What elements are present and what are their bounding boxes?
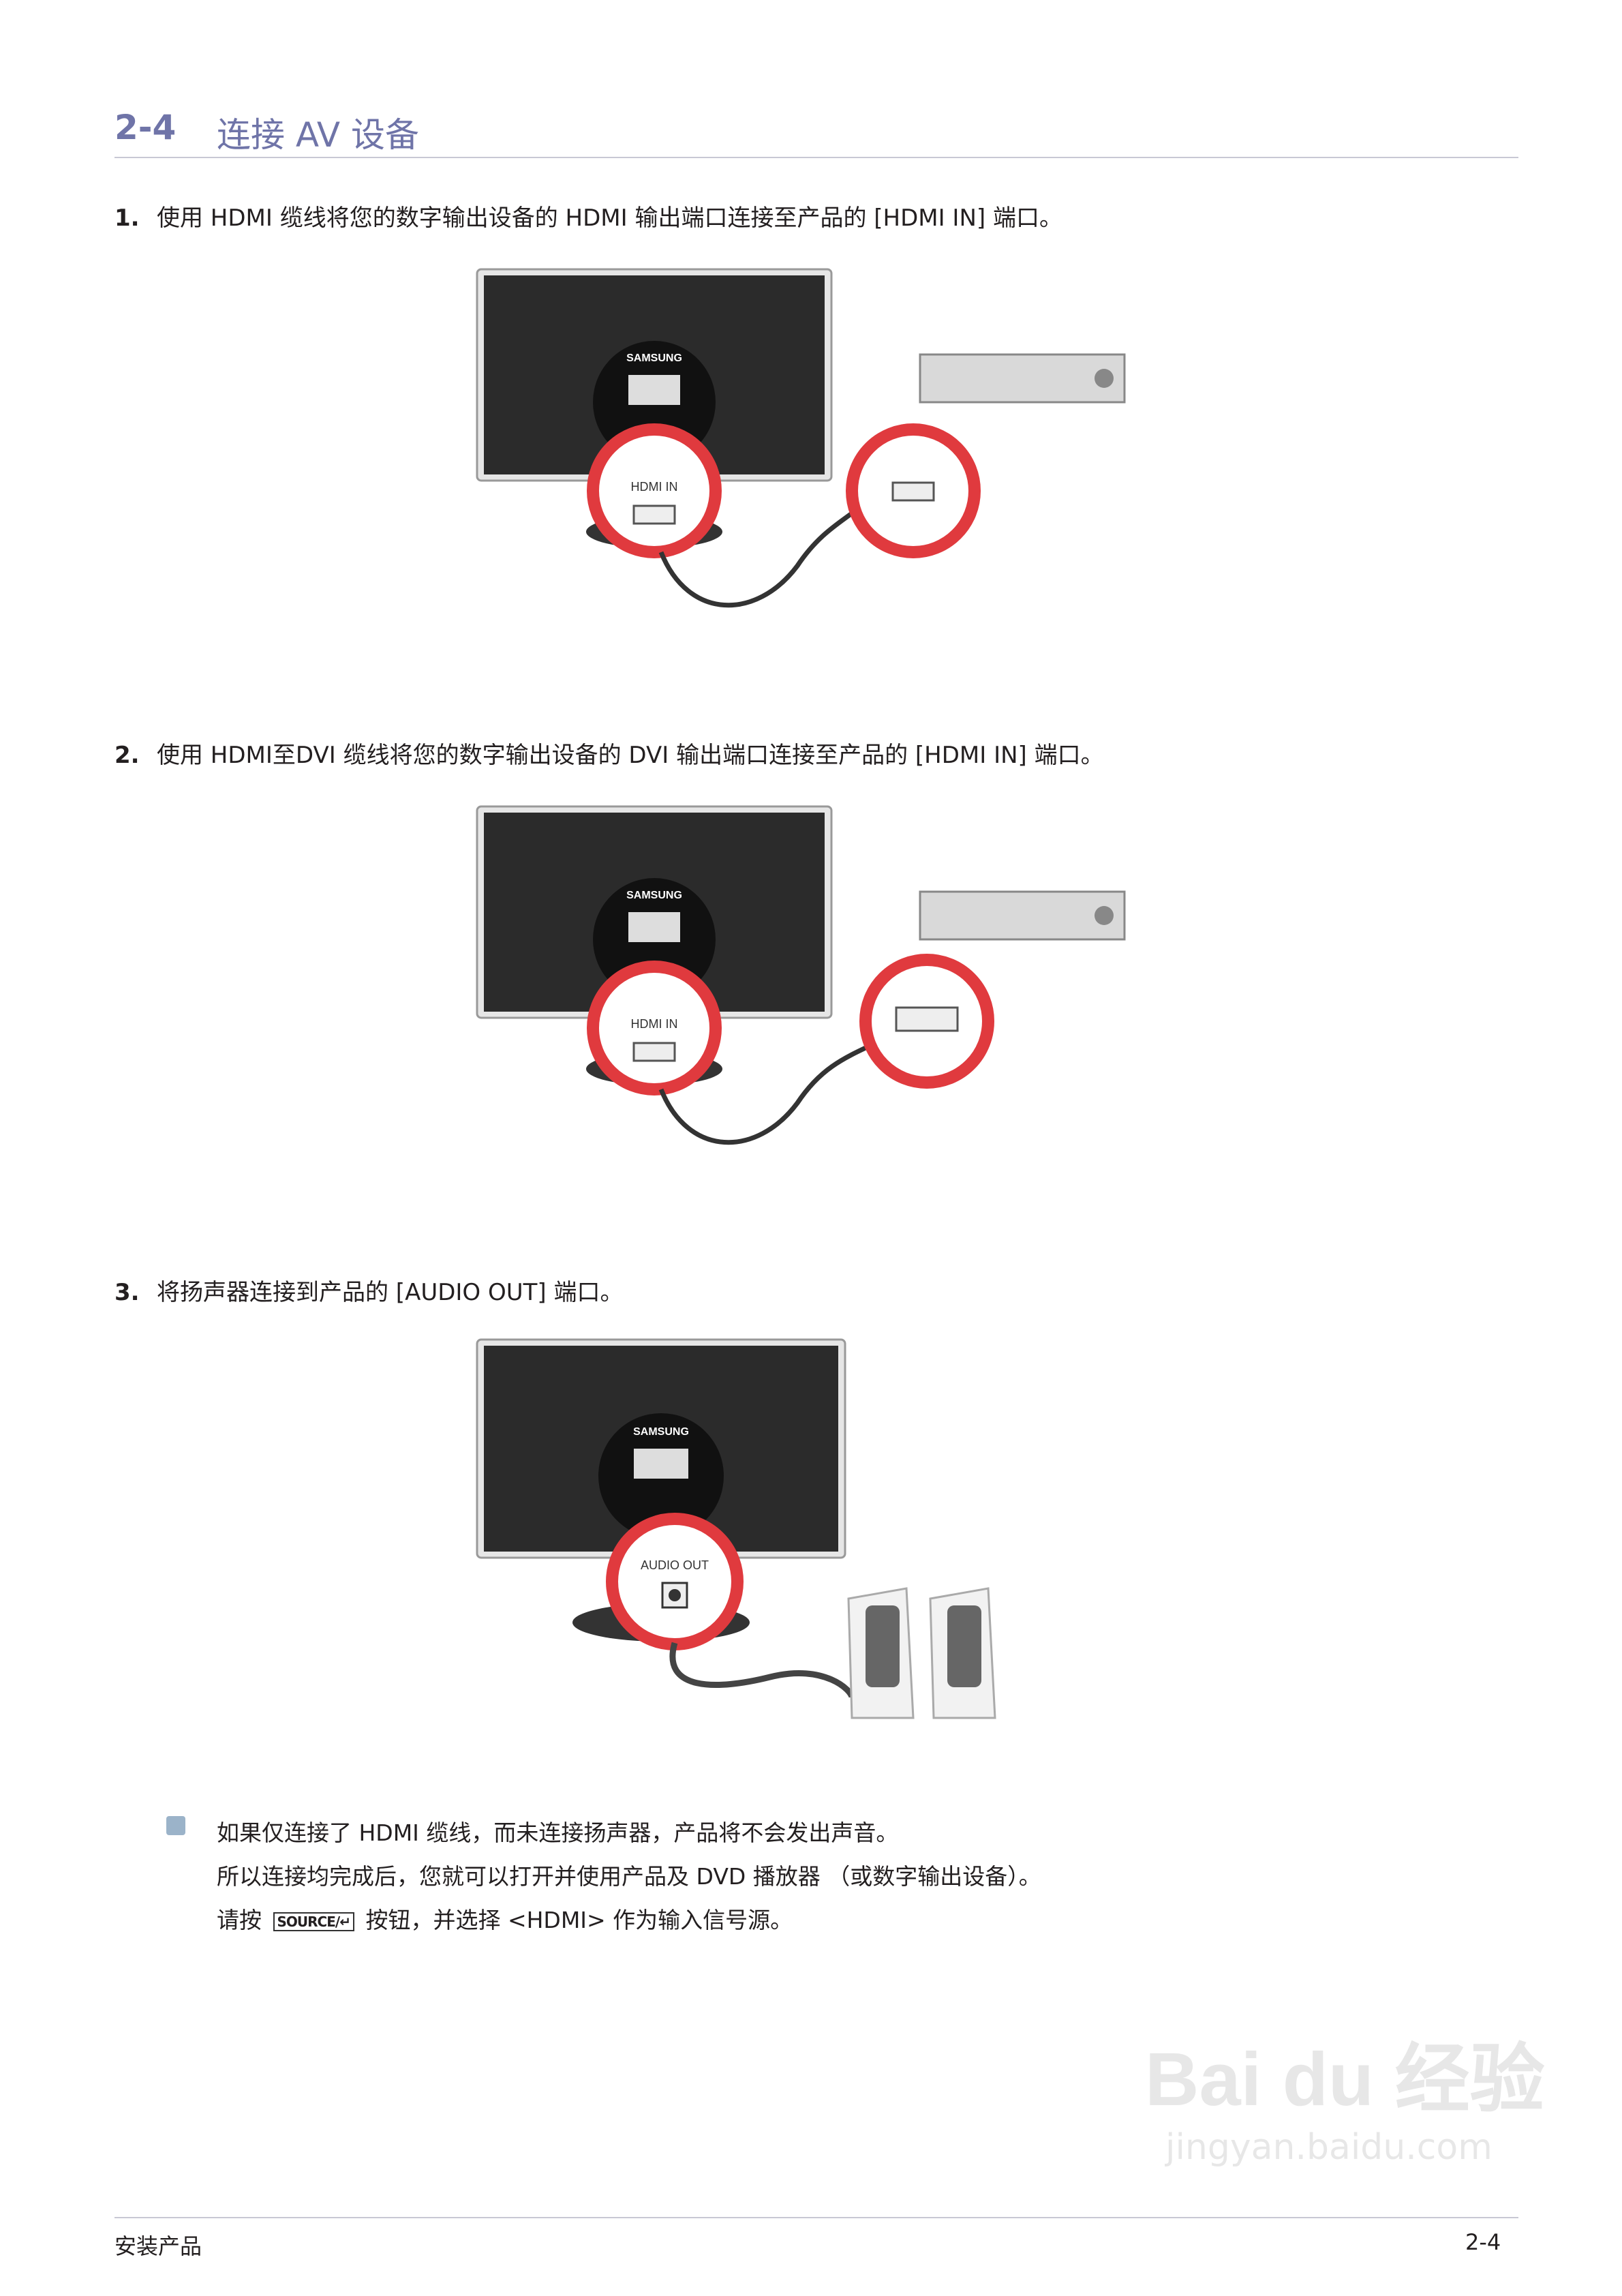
source-button-icon: SOURCE/↵ xyxy=(273,1912,354,1931)
hdmi-dvi-cable xyxy=(658,1032,894,1145)
brand-logo: SAMSUNG xyxy=(626,890,682,901)
dvd-player xyxy=(919,353,1126,404)
note-icon xyxy=(166,1816,185,1835)
brand-logo: SAMSUNG xyxy=(633,1426,689,1438)
step-number: 1. xyxy=(114,205,140,232)
page-number: 2-4 xyxy=(1465,2229,1501,2255)
step-3: 3. 将扬声器连接到产品的 [AUDIO OUT] 端口。 xyxy=(114,1273,623,1307)
hdmi-in-callout xyxy=(587,423,722,558)
hdmi-connection-diagram: SAMSUNG HDMI IN xyxy=(476,268,1126,608)
note-line-3-after: 按钮，并选择 <HDMI> 作为输入信号源。 xyxy=(365,1907,793,1933)
audio-cable xyxy=(669,1642,855,1699)
section-heading: 2-4 连接 AV 设备 xyxy=(114,108,1518,158)
audio-connection-diagram: SAMSUNG AUDIO OUT xyxy=(476,1338,996,1719)
baidu-watermark: Bai du 经验 jingyan.baidu.com xyxy=(1145,2018,1545,2168)
note-line-1: 如果仅连接了 HDMI 缆线，而未连接扬声器，产品将不会发出声音。 xyxy=(217,1819,899,1846)
dvi-port xyxy=(895,1006,959,1032)
note-line-3: 请按 SOURCE/↵ 按钮，并选择 <HDMI> 作为输入信号源。 xyxy=(217,1902,793,1935)
hdmi-in-label: HDMI IN xyxy=(631,1017,678,1031)
watermark-logo: Bai du 经验 xyxy=(1145,2038,1545,2121)
footer-section: 安装产品 xyxy=(114,2233,202,2259)
dvd-player xyxy=(919,890,1126,941)
step-text: 使用 HDMI至DVI 缆线将您的数字输出设备的 DVI 输出端口连接至产品的 … xyxy=(157,742,1104,769)
audio-out-callout xyxy=(606,1513,744,1650)
step-text: 使用 HDMI 缆线将您的数字输出设备的 HDMI 输出端口连接至产品的 [HD… xyxy=(157,205,1062,232)
audio-out-label: AUDIO OUT xyxy=(641,1558,709,1572)
watermark-url: jingyan.baidu.com xyxy=(1165,2127,1493,2168)
step-number: 2. xyxy=(114,742,140,769)
step-text: 将扬声器连接到产品的 [AUDIO OUT] 端口。 xyxy=(157,1279,624,1306)
brand-logo: SAMSUNG xyxy=(626,352,682,364)
step-2: 2. 使用 HDMI至DVI 缆线将您的数字输出设备的 DVI 输出端口连接至产品… xyxy=(114,736,1104,770)
step-number: 3. xyxy=(114,1279,140,1306)
hdmi-in-label: HDMI IN xyxy=(631,480,678,494)
step-1: 1. 使用 HDMI 缆线将您的数字输出设备的 HDMI 输出端口连接至产品的 [… xyxy=(114,199,1062,232)
note-line-2: 所以连接均完成后，您就可以打开并使用产品及 DVD 播放器 （或数字输出设备）。 xyxy=(217,1863,1041,1890)
hdmi-in-callout xyxy=(587,961,722,1096)
section-number: 2-4 xyxy=(114,108,177,147)
note-line-3-before: 请按 xyxy=(217,1907,262,1933)
section-title: 连接 AV 设备 xyxy=(217,115,419,155)
hdmi-cable xyxy=(658,489,881,608)
hdmi-dvi-connection-diagram: SAMSUNG HDMI IN xyxy=(476,805,1126,1145)
footer-divider xyxy=(114,2217,1518,2218)
